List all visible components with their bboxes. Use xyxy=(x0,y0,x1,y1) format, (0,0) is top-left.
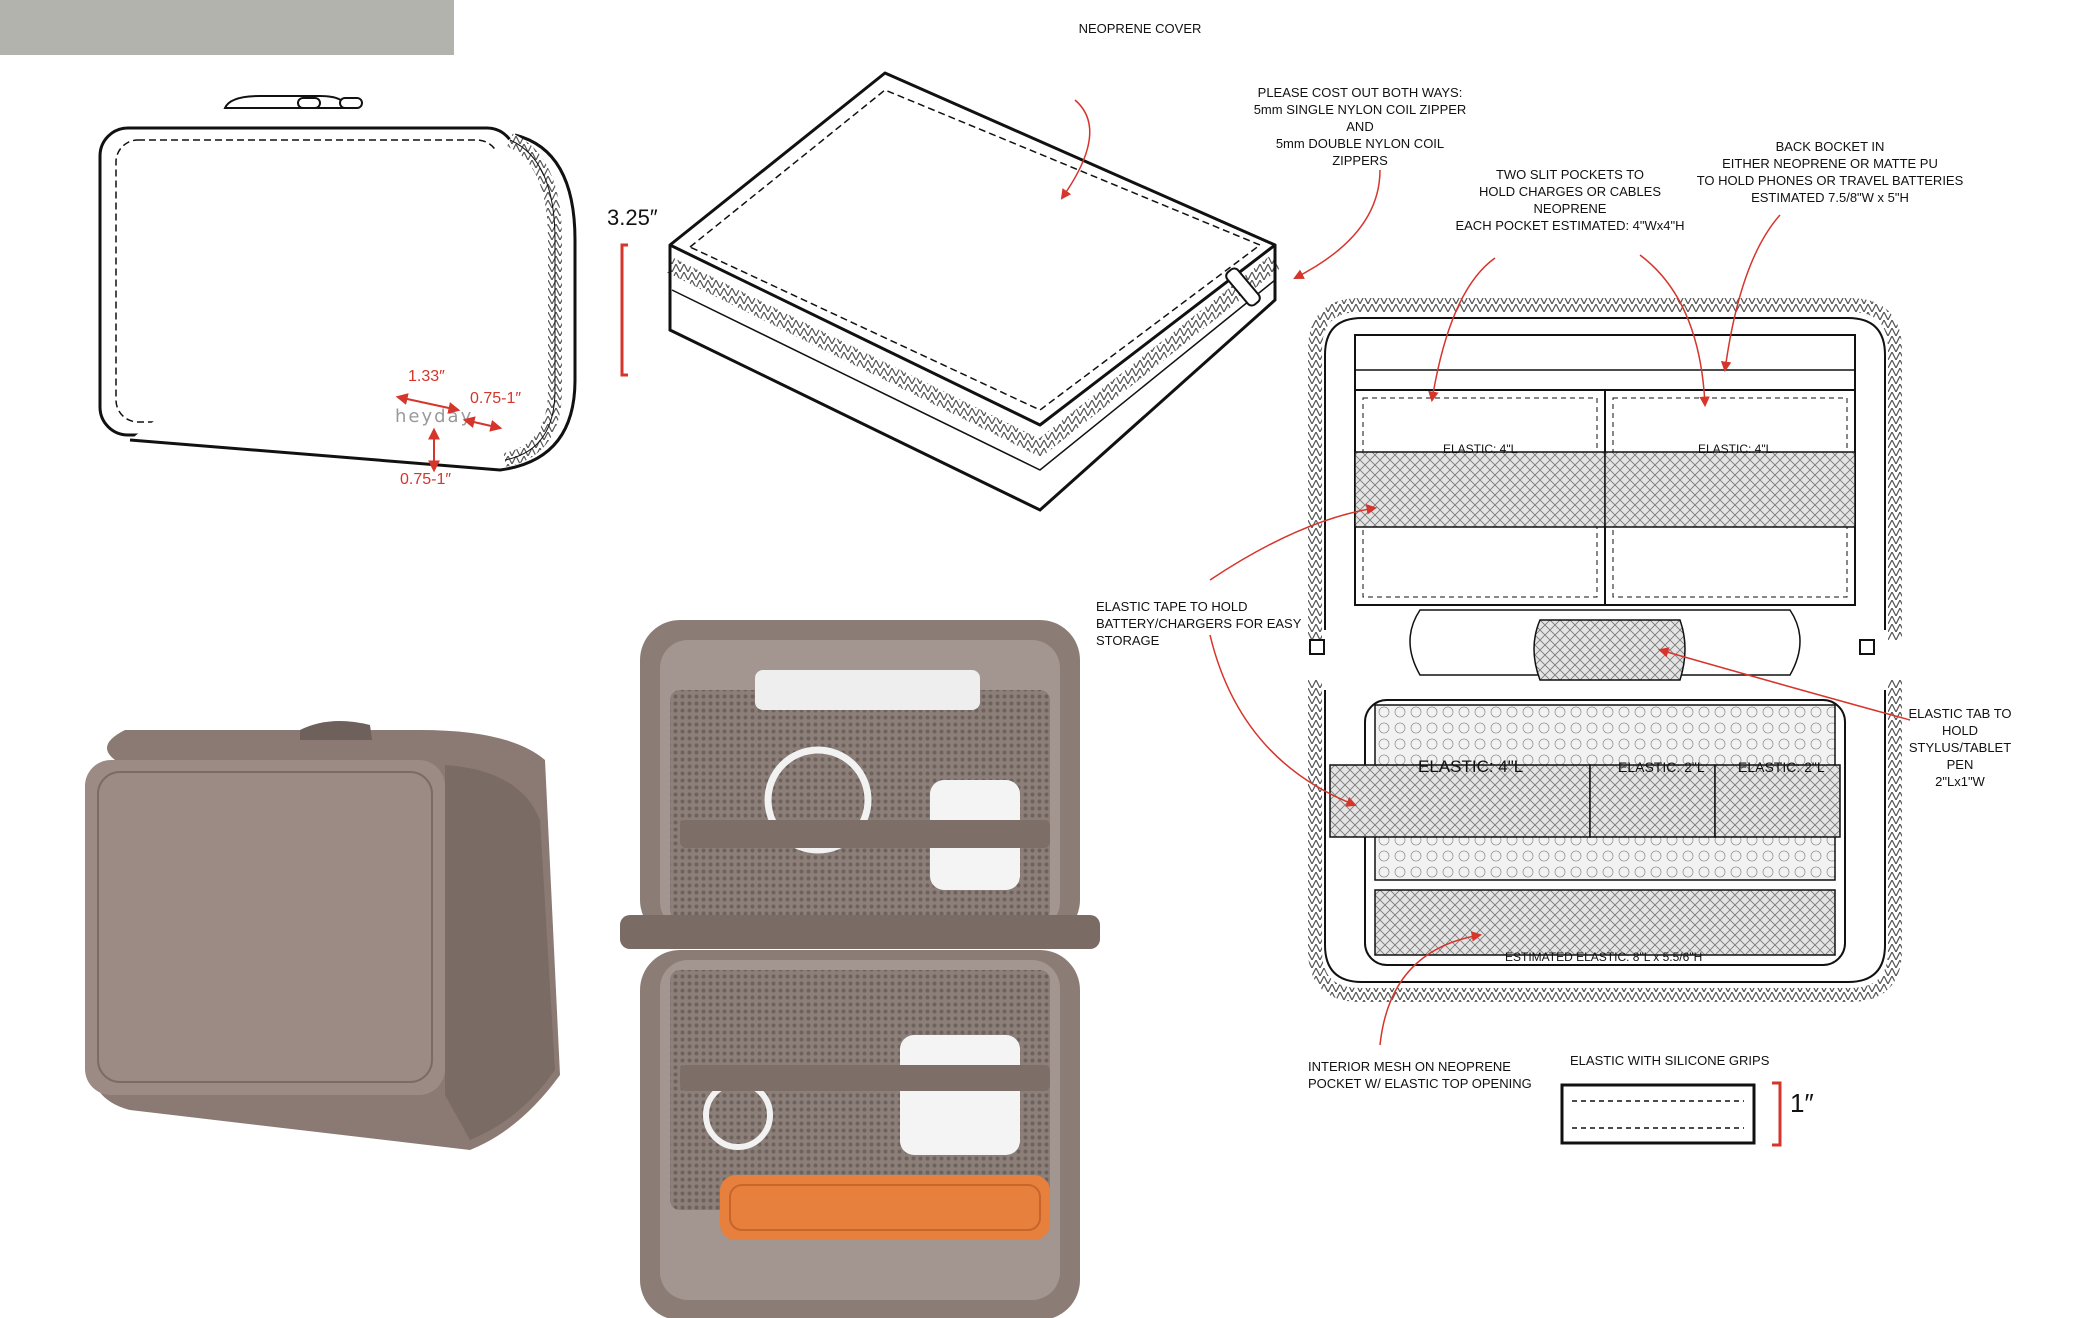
note-elastic-tape: ELASTIC TAPE TO HOLD BATTERY/CHARGERS FO… xyxy=(1096,599,1302,648)
brand-logo: heyday xyxy=(395,406,473,427)
open-case-photo xyxy=(620,620,1100,1318)
note-elastic-tab: ELASTIC TAB TO HOLD STYLUS/TABLET PEN 2"… xyxy=(1908,706,2012,789)
note-slit-pockets: TWO SLIT POCKETS TO HOLD CHARGES OR CABL… xyxy=(1455,167,1685,233)
elastic-label-lower-3: ELASTIC: 2"L xyxy=(1738,759,1825,775)
dimension-logo-bottom: 0.75-1″ xyxy=(400,471,452,488)
elastic-label-lower-1: ELASTIC: 4"L xyxy=(1418,757,1524,776)
dimension-grip-height: 1″ xyxy=(1790,1088,1814,1118)
elastic-label-upper-right: ELASTIC: 4"L xyxy=(1698,442,1773,456)
elastic-label-estimated: ESTIMATED ELASTIC: 8"L x 5.5/6"H xyxy=(1505,950,1703,964)
dimension-height: 3.25″ xyxy=(607,205,658,230)
elastic-label-upper-left: ELASTIC: 4"L xyxy=(1443,442,1518,456)
isometric-view-drawing xyxy=(620,71,1381,512)
open-case-drawing xyxy=(1209,214,1911,1046)
elastic-label-lower-2: ELASTIC: 2"L xyxy=(1618,759,1705,775)
note-interior-mesh: INTERIOR MESH ON NEOPRENE POCKET W/ ELAS… xyxy=(1308,1059,1532,1091)
note-back-pocket: BACK BOCKET IN EITHER NEOPRENE OR MATTE … xyxy=(1696,139,1964,205)
front-view-drawing: heyday xyxy=(98,95,577,473)
header-tab xyxy=(0,0,454,55)
dimension-logo-side: 0.75-1″ xyxy=(470,390,522,407)
note-neoprene-cover: NEOPRENE COVER xyxy=(1078,21,1202,36)
closed-case-photo xyxy=(85,721,560,1150)
dimension-logo-width: 1.33″ xyxy=(408,368,445,385)
note-cost-out: PLEASE COST OUT BOTH WAYS: 5mm SINGLE NY… xyxy=(1253,85,1467,168)
note-silicone-grips: ELASTIC WITH SILICONE GRIPS xyxy=(1570,1053,1770,1068)
silicone-grip-elastic xyxy=(1560,1081,1782,1147)
